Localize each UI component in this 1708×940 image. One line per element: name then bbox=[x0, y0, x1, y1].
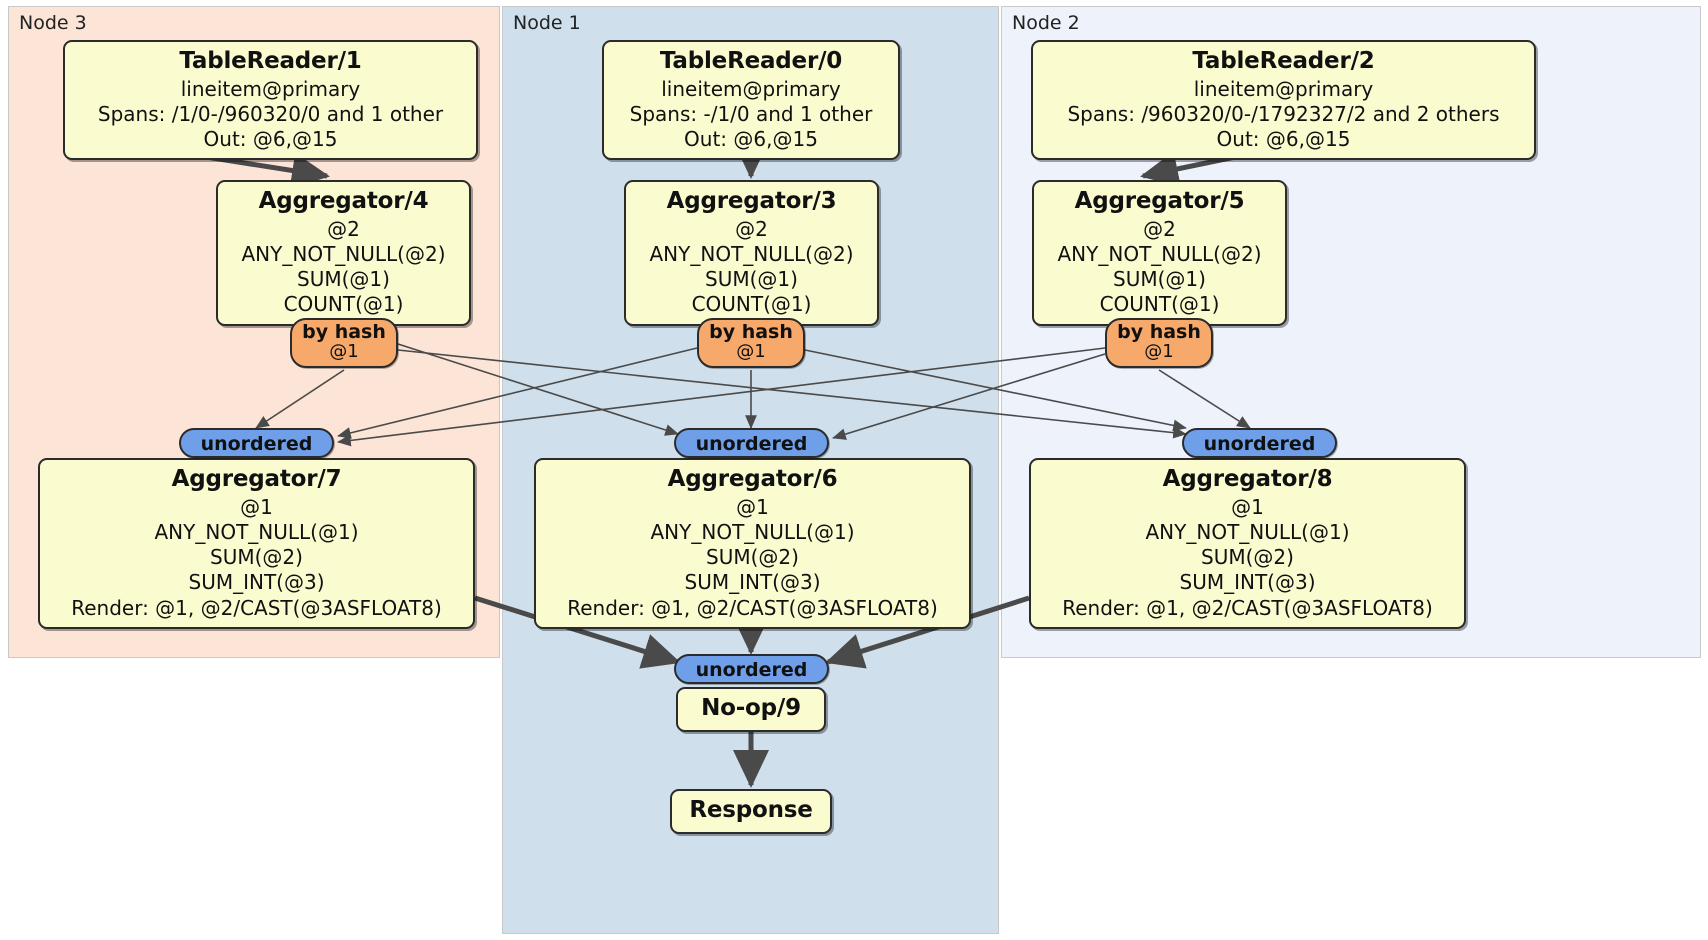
synchronizer-unordered-final[interactable]: unordered bbox=[674, 654, 829, 684]
router-label: by hash bbox=[709, 321, 793, 343]
processor-detail-line: Out: @6,@15 bbox=[684, 127, 818, 152]
processor-detail-line: @2 bbox=[1143, 216, 1176, 241]
processor-detail-line: Spans: -/1/0 and 1 other bbox=[629, 102, 873, 127]
processor-no-op-9[interactable]: No-op/9 bbox=[676, 687, 826, 732]
processor-aggregator-5[interactable]: Aggregator/5 @2 ANY_NOT_NULL(@2) SUM(@1)… bbox=[1032, 180, 1287, 326]
processor-tablereader-2[interactable]: TableReader/2 lineitem@primary Spans: /9… bbox=[1031, 40, 1536, 161]
processor-detail-line: @1 bbox=[736, 494, 769, 519]
router-label: by hash bbox=[302, 321, 386, 343]
processor-title: Aggregator/6 bbox=[667, 466, 838, 492]
processor-detail-line: SUM(@2) bbox=[706, 545, 799, 570]
processor-detail-line: SUM(@2) bbox=[210, 545, 303, 570]
processor-title: Aggregator/7 bbox=[171, 466, 342, 492]
processor-detail-line: COUNT(@1) bbox=[1099, 292, 1220, 317]
router-by-hash-aggregator5[interactable]: by hash @1 bbox=[1105, 318, 1213, 368]
processor-detail-line: ANY_NOT_NULL(@1) bbox=[650, 520, 855, 545]
processor-title: Aggregator/4 bbox=[258, 188, 429, 214]
processor-aggregator-3[interactable]: Aggregator/3 @2 ANY_NOT_NULL(@2) SUM(@1)… bbox=[624, 180, 879, 326]
processor-detail-line: Render: @1, @2/CAST(@3ASFLOAT8) bbox=[71, 595, 442, 620]
processor-detail-line: Render: @1, @2/CAST(@3ASFLOAT8) bbox=[567, 595, 938, 620]
processor-detail-line: SUM(@1) bbox=[1113, 267, 1206, 292]
router-sublabel: @1 bbox=[736, 340, 766, 362]
node-region-label-node1: Node 1 bbox=[513, 12, 581, 34]
processor-title: Response bbox=[689, 797, 813, 823]
synchronizer-unordered-aggregator7[interactable]: unordered bbox=[179, 428, 334, 458]
processor-detail-line: Out: @6,@15 bbox=[1216, 127, 1351, 152]
processor-title: Aggregator/3 bbox=[666, 188, 837, 214]
node-region-label-node3: Node 3 bbox=[19, 12, 87, 34]
processor-aggregator-7[interactable]: Aggregator/7 @1 ANY_NOT_NULL(@1) SUM(@2)… bbox=[38, 458, 475, 629]
processor-detail-line: Out: @6,@15 bbox=[203, 127, 338, 152]
processor-detail-line: lineitem@primary bbox=[180, 76, 361, 101]
processor-detail-line: ANY_NOT_NULL(@2) bbox=[241, 242, 446, 267]
processor-tablereader-1[interactable]: TableReader/1 lineitem@primary Spans: /1… bbox=[63, 40, 478, 161]
synchronizer-unordered-aggregator6[interactable]: unordered bbox=[674, 428, 829, 458]
processor-detail-line: COUNT(@1) bbox=[283, 292, 404, 317]
processor-title: TableReader/1 bbox=[179, 48, 362, 74]
router-label: by hash bbox=[1117, 321, 1201, 343]
router-sublabel: @1 bbox=[329, 340, 359, 362]
processor-detail-line: COUNT(@1) bbox=[691, 292, 812, 317]
processor-tablereader-0[interactable]: TableReader/0 lineitem@primary Spans: -/… bbox=[602, 40, 900, 161]
processor-detail-line: SUM_INT(@3) bbox=[188, 570, 325, 595]
synchronizer-unordered-aggregator8[interactable]: unordered bbox=[1182, 428, 1337, 458]
router-sublabel: @1 bbox=[1144, 340, 1174, 362]
processor-aggregator-6[interactable]: Aggregator/6 @1 ANY_NOT_NULL(@1) SUM(@2)… bbox=[534, 458, 971, 629]
processor-title: No-op/9 bbox=[701, 695, 801, 721]
processor-detail-line: @1 bbox=[1231, 494, 1264, 519]
router-by-hash-aggregator3[interactable]: by hash @1 bbox=[697, 318, 805, 368]
processor-detail-line: ANY_NOT_NULL(@2) bbox=[1057, 242, 1262, 267]
processor-detail-line: Render: @1, @2/CAST(@3ASFLOAT8) bbox=[1062, 595, 1433, 620]
processor-aggregator-8[interactable]: Aggregator/8 @1 ANY_NOT_NULL(@1) SUM(@2)… bbox=[1029, 458, 1466, 629]
processor-title: Aggregator/5 bbox=[1074, 188, 1245, 214]
processor-detail-line: @1 bbox=[240, 494, 273, 519]
processor-detail-line: lineitem@primary bbox=[1193, 76, 1374, 101]
processor-detail-line: ANY_NOT_NULL(@1) bbox=[1145, 520, 1350, 545]
processor-detail-line: lineitem@primary bbox=[661, 76, 841, 101]
processor-title: Aggregator/8 bbox=[1162, 466, 1333, 492]
node-region-label-node2: Node 2 bbox=[1012, 12, 1080, 34]
processor-detail-line: @2 bbox=[735, 216, 768, 241]
processor-title: TableReader/0 bbox=[659, 48, 843, 74]
processor-detail-line: SUM_INT(@3) bbox=[684, 570, 821, 595]
processor-detail-line: SUM_INT(@3) bbox=[1179, 570, 1316, 595]
processor-aggregator-4[interactable]: Aggregator/4 @2 ANY_NOT_NULL(@2) SUM(@1)… bbox=[216, 180, 471, 326]
processor-detail-line: ANY_NOT_NULL(@2) bbox=[649, 242, 854, 267]
processor-detail-line: @2 bbox=[327, 216, 360, 241]
processor-detail-line: SUM(@1) bbox=[297, 267, 390, 292]
processor-detail-line: SUM(@1) bbox=[705, 267, 798, 292]
router-by-hash-aggregator4[interactable]: by hash @1 bbox=[290, 318, 398, 368]
processor-detail-line: ANY_NOT_NULL(@1) bbox=[154, 520, 359, 545]
processor-detail-line: Spans: /960320/0-/1792327/2 and 2 others bbox=[1067, 102, 1500, 127]
processor-detail-line: SUM(@2) bbox=[1201, 545, 1294, 570]
processor-detail-line: Spans: /1/0-/960320/0 and 1 other bbox=[97, 102, 444, 127]
processor-response[interactable]: Response bbox=[670, 789, 832, 834]
processor-title: TableReader/2 bbox=[1192, 48, 1375, 74]
